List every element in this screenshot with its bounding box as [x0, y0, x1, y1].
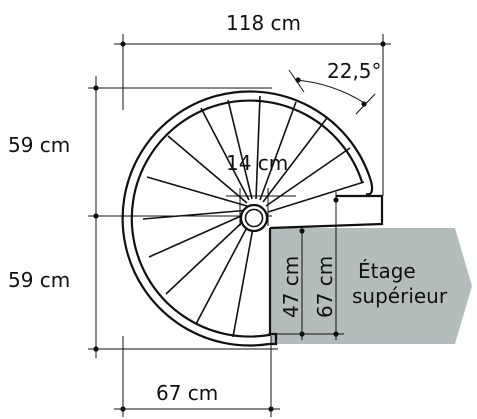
dimension-top-width	[114, 34, 391, 196]
dimension-angle	[288, 69, 376, 115]
left-upper-height-label: 59 cm	[8, 133, 70, 157]
landing-label-line2: supérieur	[352, 284, 448, 308]
center-column-label: 14 cm	[226, 151, 288, 175]
bottom-width-label: 67 cm	[156, 381, 218, 405]
landing-depth-inner-label: 47 cm	[279, 256, 303, 318]
angle-label: 22,5°	[327, 59, 382, 83]
dimension-bottom-width	[114, 336, 280, 417]
upper-floor-landing	[271, 228, 472, 344]
dimension-left-heights	[88, 76, 278, 358]
left-lower-height-label: 59 cm	[8, 268, 70, 292]
landing-label-line1: Étage	[358, 259, 416, 283]
top-width-label: 118 cm	[226, 11, 301, 35]
landing-depth-outer-label: 67 cm	[313, 256, 337, 318]
dimension-landing-depth	[268, 192, 344, 340]
spiral-staircase	[121, 90, 384, 347]
outer-handrail	[121, 90, 372, 347]
inner-handrail-edge	[130, 99, 364, 338]
